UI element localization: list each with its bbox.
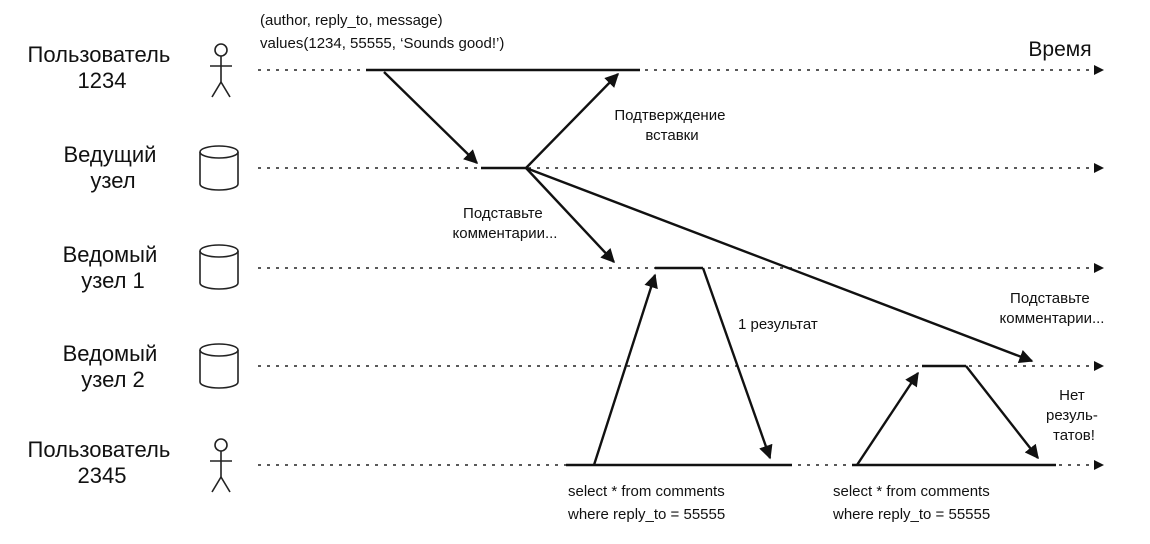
- person-icon: [210, 438, 232, 493]
- replicate-to-follower2-arrow: [525, 166, 1034, 364]
- one-result-note: 1 результат: [738, 316, 818, 333]
- query2-text-line1: select * from comments: [833, 483, 990, 500]
- timeline-arrowhead: [1094, 460, 1104, 470]
- timeline-arrowhead: [1094, 361, 1104, 371]
- time-label: Время: [1028, 38, 1091, 61]
- person-icon: [210, 43, 232, 98]
- query1-text-line1: select * from comments: [568, 483, 725, 500]
- no-results-note: Нет резуль- татов!: [1046, 387, 1102, 444]
- query2-text-line2: where reply_to = 55555: [832, 506, 990, 523]
- database-icon: [199, 343, 239, 389]
- database-icon: [199, 244, 239, 290]
- query2-request-arrow: [855, 371, 920, 466]
- actor-label-user1234: Пользователь 1234: [28, 42, 177, 93]
- replicate-f1-note: Подставьте комментарии...: [453, 205, 558, 242]
- database-icon: [199, 145, 239, 191]
- replicate-f2-note: Подставьте комментарии...: [1000, 290, 1105, 327]
- query2-response-arrow: [965, 365, 1039, 460]
- insert-columns: (author, reply_to, message): [260, 12, 443, 29]
- query1-text-line2: where reply_to = 55555: [567, 506, 725, 523]
- query1-request-arrow: [592, 273, 658, 466]
- replicate-to-follower1-arrow: [525, 167, 615, 264]
- insert-values: values(1234, 55555, ‘Sounds good!’): [260, 35, 504, 52]
- timeline-arrowhead: [1094, 163, 1104, 173]
- actor-label-follower2: Ведомый узел 2: [63, 341, 164, 392]
- insert-ack-note: Подтверждение вставки: [614, 107, 729, 144]
- timeline-arrowhead: [1094, 65, 1104, 75]
- write-ack-arrow: [525, 72, 619, 169]
- actor-label-follower1: Ведомый узел 1: [63, 242, 164, 293]
- query1-response-arrow: [701, 267, 773, 460]
- actor-label-leader: Ведущий узел: [63, 142, 162, 193]
- write-request-arrow: [383, 71, 479, 164]
- actor-label-user2345: Пользователь 2345: [28, 437, 177, 488]
- timeline-arrowhead: [1094, 263, 1104, 273]
